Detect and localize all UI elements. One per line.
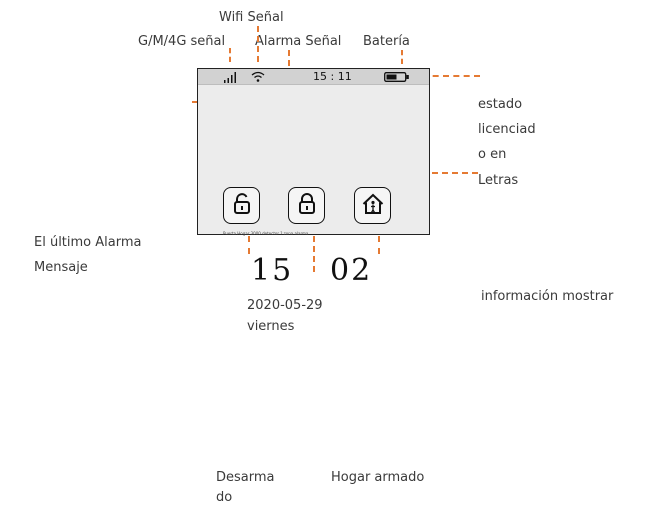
wifi-icon xyxy=(251,71,265,86)
unlock-icon xyxy=(230,192,254,220)
leader-network xyxy=(229,48,231,62)
clock-minute: 02 xyxy=(330,253,373,288)
status-bar: 15 : 11 xyxy=(198,69,429,85)
battery-label: Batería xyxy=(363,34,410,49)
disarmed-label-line1: Desarma xyxy=(216,470,275,485)
clock-hour: 15 xyxy=(251,253,294,288)
home-arm-button[interactable] xyxy=(354,187,391,224)
leader-wifi xyxy=(257,26,259,62)
status-label-line1: estado xyxy=(478,97,523,112)
weekday-text: viernes xyxy=(247,319,295,334)
last-alarm-label-line2: Mensaje xyxy=(34,260,88,275)
status-label-line4: Letras xyxy=(478,173,519,188)
leader-disarm xyxy=(248,236,250,254)
alarm-signal-label: Alarma Señal xyxy=(255,34,342,49)
status-label-line2: licenciad xyxy=(478,122,536,137)
last-alarm-label-line1: El último Alarma xyxy=(34,235,142,250)
zone-caption: Puerta Hogar 3000 detector ? zona alarma xyxy=(223,231,309,236)
device-screen: 15 : 11 xyxy=(197,68,430,236)
arm-button[interactable] xyxy=(288,187,325,224)
leader-home-arm xyxy=(378,236,380,254)
network-signal-label: G/M/4G señal xyxy=(138,34,226,49)
disarmed-label-line2: do xyxy=(216,490,233,505)
home-person-icon xyxy=(361,192,385,220)
status-label-line3: o en xyxy=(478,147,507,162)
status-time: 15 : 11 xyxy=(313,70,352,83)
date-text: 2020-05-29 xyxy=(247,298,323,313)
leader-alarm xyxy=(288,50,290,66)
info-display-label: información mostrar xyxy=(481,289,614,304)
leader-arm xyxy=(313,236,315,272)
home-armed-label: Hogar armado xyxy=(331,470,425,485)
leader-battery-right xyxy=(412,75,480,77)
battery-icon xyxy=(384,72,410,85)
wifi-signal-label: Wifi Señal xyxy=(219,10,284,25)
leader-status xyxy=(412,172,478,174)
disarm-button[interactable] xyxy=(223,187,260,224)
signal-bars-icon xyxy=(223,71,237,86)
lock-icon xyxy=(295,192,319,220)
leader-battery xyxy=(401,50,403,64)
